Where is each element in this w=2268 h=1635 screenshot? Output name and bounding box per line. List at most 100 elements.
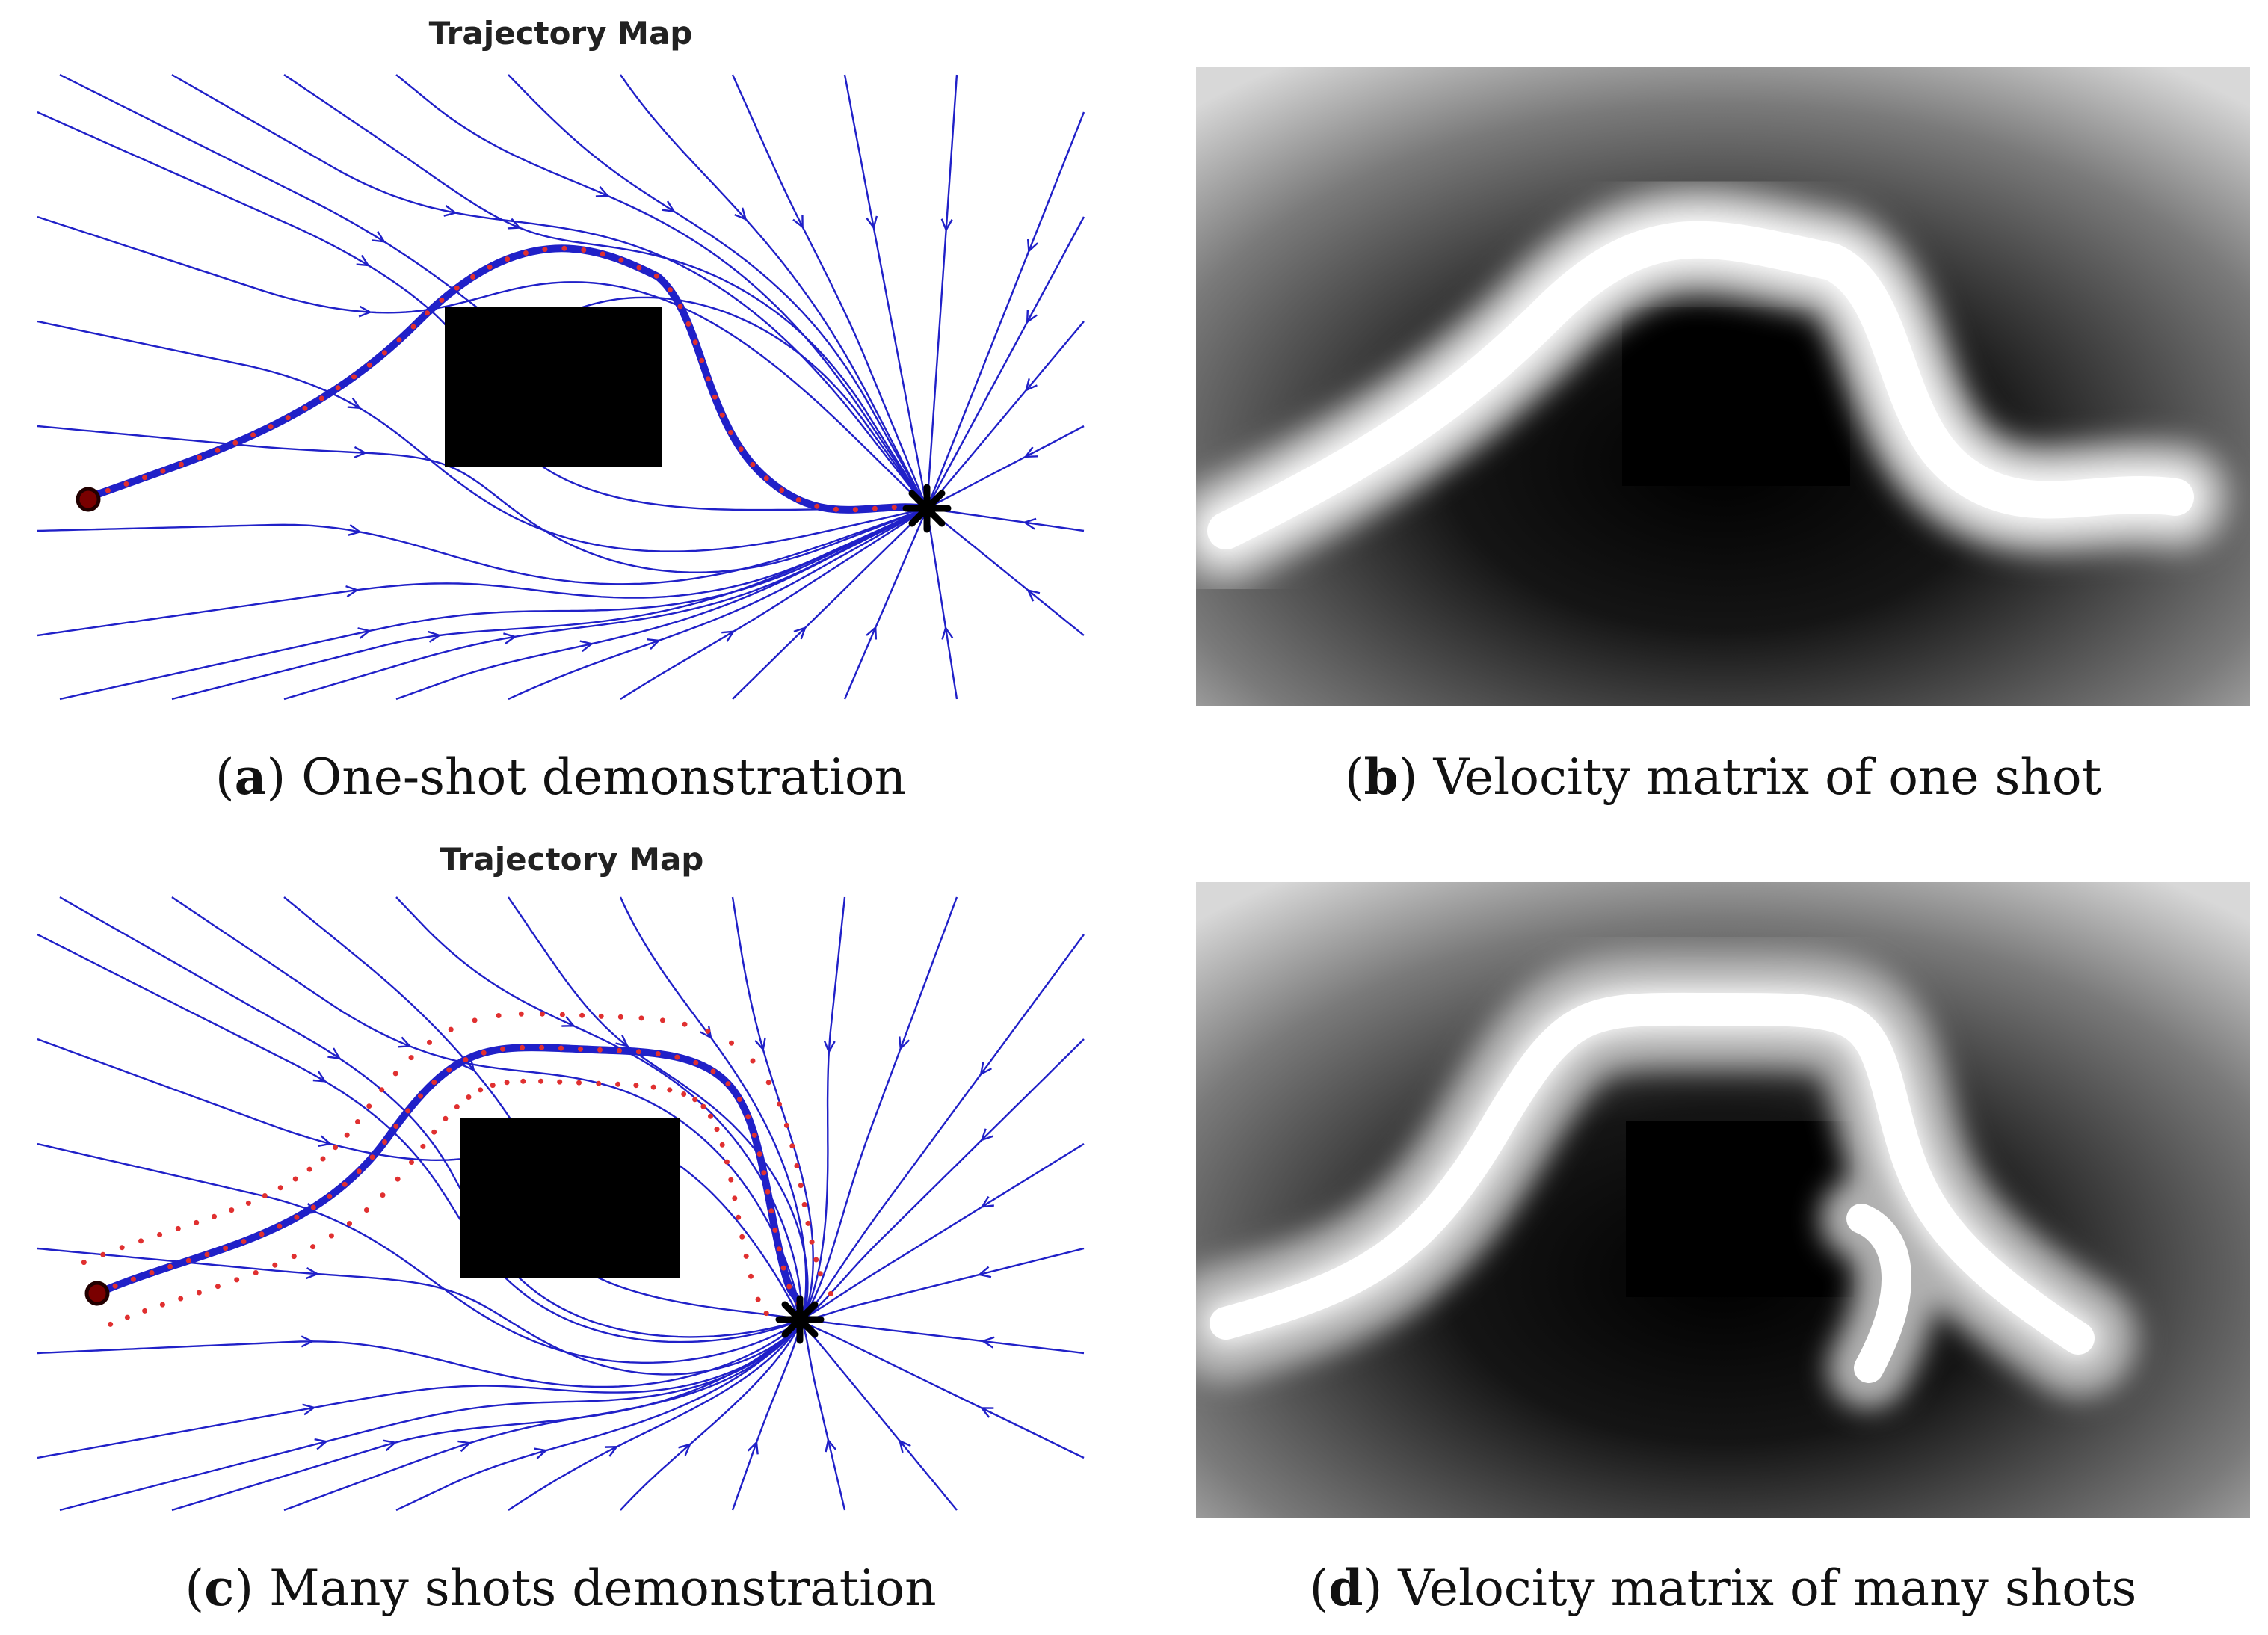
demo-point: [277, 1223, 283, 1229]
demo-point: [112, 1283, 118, 1289]
streamline-arrow: [356, 254, 370, 267]
obstacle-b: [1622, 307, 1850, 486]
demo-point: [638, 1015, 644, 1021]
demo-point: [427, 1039, 432, 1045]
demo-point: [615, 1081, 621, 1087]
streamline-arrow: [383, 1439, 398, 1452]
caption-b: (b) Velocity matrix of one shot: [1344, 748, 2102, 806]
demo-point: [344, 1132, 350, 1138]
demo-point: [285, 415, 291, 421]
demo-point: [597, 1047, 603, 1053]
demo-point: [798, 1183, 804, 1189]
demo-point: [763, 475, 769, 481]
demo-point: [765, 1080, 771, 1086]
obstacle-d: [1626, 1121, 1854, 1297]
streamline: [620, 1325, 800, 1511]
streamline: [171, 73, 923, 503]
demo-point: [123, 481, 129, 487]
demo-point: [204, 1251, 210, 1257]
streamline-arrow: [428, 630, 442, 643]
target-marker-a: [902, 484, 952, 533]
streamline-arrow: [1026, 588, 1041, 602]
demo-point: [212, 1213, 217, 1219]
demo-point: [215, 447, 221, 453]
streamline: [927, 515, 958, 700]
demo-point: [751, 1132, 757, 1138]
demo-point: [294, 1214, 300, 1220]
demo-point: [302, 405, 308, 411]
target-marker-c: [775, 1295, 825, 1344]
demo-point: [813, 1257, 819, 1263]
demo-point: [872, 505, 878, 511]
demo-point: [366, 362, 372, 368]
demo-point: [272, 1262, 278, 1268]
streamline: [395, 1323, 800, 1512]
streamline-arrow: [345, 585, 360, 597]
streamline: [843, 74, 927, 505]
streamline: [928, 111, 1085, 502]
plot-title-a: Trajectory Map: [428, 15, 693, 52]
streamline-arrow: [940, 218, 953, 233]
demo-point: [167, 1263, 173, 1269]
demo-point: [130, 1276, 136, 1282]
demo-point: [472, 1017, 478, 1023]
demo-point: [142, 1308, 148, 1314]
demo-point: [783, 1122, 789, 1128]
demo-point: [596, 1080, 602, 1086]
streamline: [801, 1323, 846, 1511]
demo-point: [777, 1101, 782, 1107]
streamline-arrow: [348, 524, 363, 536]
demo-point: [178, 461, 184, 467]
demo-point: [138, 1238, 144, 1244]
streamline: [171, 896, 801, 1312]
streamline-arrow: [595, 185, 610, 197]
demo-point: [756, 1151, 762, 1157]
demo-point: [425, 310, 430, 316]
caption-d: (d) Velocity matrix of many shots: [1309, 1559, 2137, 1617]
demo-point: [692, 339, 698, 345]
demo-point: [682, 1021, 688, 1027]
demo-point: [245, 1200, 251, 1206]
streamline: [804, 1325, 958, 1511]
streamline-arrow: [1026, 238, 1038, 253]
streamline-arrow: [793, 626, 807, 640]
streamline-arrow: [734, 207, 748, 221]
demo-point: [705, 376, 711, 382]
streamline-arrow: [462, 1058, 475, 1072]
streamline-arrow: [941, 626, 954, 640]
streamline: [620, 511, 921, 701]
demo-point: [262, 1193, 268, 1198]
demo-points-a: [87, 245, 916, 513]
caption-a: (a) One-shot demonstration: [215, 748, 907, 806]
streamline: [804, 1038, 1085, 1319]
streamline: [37, 425, 925, 573]
demo-point: [409, 1160, 414, 1165]
streamlines-a: [37, 73, 1085, 701]
streamline: [731, 896, 814, 1317]
demo-point: [828, 1290, 833, 1296]
demo-point: [719, 1142, 725, 1148]
demo-point: [466, 1094, 472, 1100]
streamline-arrow: [347, 397, 362, 410]
streamline: [37, 215, 925, 507]
demo-point: [439, 297, 445, 303]
demo-point: [292, 1176, 298, 1182]
demo-point: [159, 1302, 165, 1308]
demo-point: [710, 1068, 716, 1074]
demo-point: [736, 1097, 742, 1102]
streamline: [801, 896, 846, 1318]
streamline: [926, 74, 958, 505]
demo-point: [750, 461, 756, 467]
demo-point: [175, 1225, 181, 1231]
demo-point: [234, 1277, 240, 1283]
streamline-arrow: [721, 630, 736, 642]
streamline: [283, 510, 923, 701]
streamline-arrow: [301, 1335, 315, 1348]
caption-text-a: One-shot demonstration: [301, 748, 907, 806]
demo-point: [215, 1284, 221, 1290]
demo-point: [708, 1113, 713, 1119]
streamline-arrow: [747, 1440, 759, 1455]
caption-text-d: Velocity matrix of many shots: [1398, 1559, 2137, 1617]
streamline-arrow: [443, 205, 457, 217]
demo-point: [674, 1054, 680, 1060]
